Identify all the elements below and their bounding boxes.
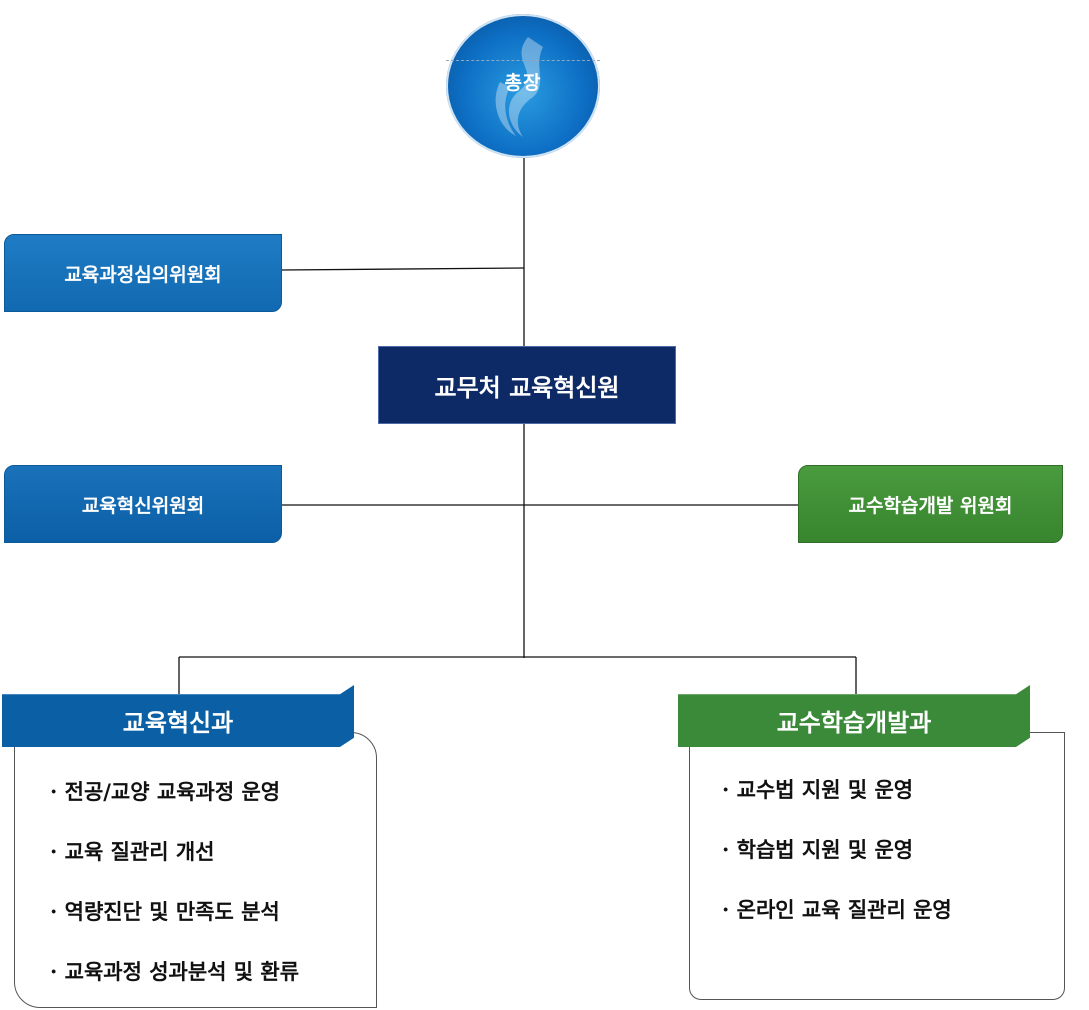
president-node: 총장 [446,14,600,158]
teaching-learning-committee: 교수학습개발 위원회 [798,465,1063,543]
branch-curriculum-committee [281,267,525,271]
task-item: · 교육 질관리 개선 [50,839,215,864]
education-innovation-dept-panel [14,732,377,1008]
task-item: · 온라인 교육 질관리 운영 [722,897,952,922]
teaching-learning-dept-panel [689,732,1065,1000]
curriculum-review-committee: 교육과정심의위원회 [4,234,282,312]
task-item: · 교육과정 성과분석 및 환류 [50,959,300,984]
president-label: 총장 [504,72,542,94]
guide-line [446,60,600,61]
task-item: · 교수법 지원 및 운영 [722,777,914,802]
academic-affairs-innovation-office: 교무처 교육혁신원 [378,346,676,424]
teaching-learning-dept-title: 교수학습개발과 [678,685,1030,747]
task-item: · 전공/교양 교육과정 운영 [50,779,281,804]
task-item: · 역량진단 및 만족도 분석 [50,899,280,924]
education-innovation-dept-title: 교육혁신과 [2,685,354,747]
task-item: · 학습법 지원 및 운영 [722,837,914,862]
teaching-learning-task-list: · 교수법 지원 및 운영 · 학습법 지원 및 운영 · 온라인 교육 질관리… [722,760,952,940]
education-innovation-task-list: · 전공/교양 교육과정 운영 · 교육 질관리 개선 · 역량진단 및 만족도… [50,762,299,1002]
university-emblem-icon [495,37,543,137]
education-innovation-committee: 교육혁신위원회 [4,465,282,543]
